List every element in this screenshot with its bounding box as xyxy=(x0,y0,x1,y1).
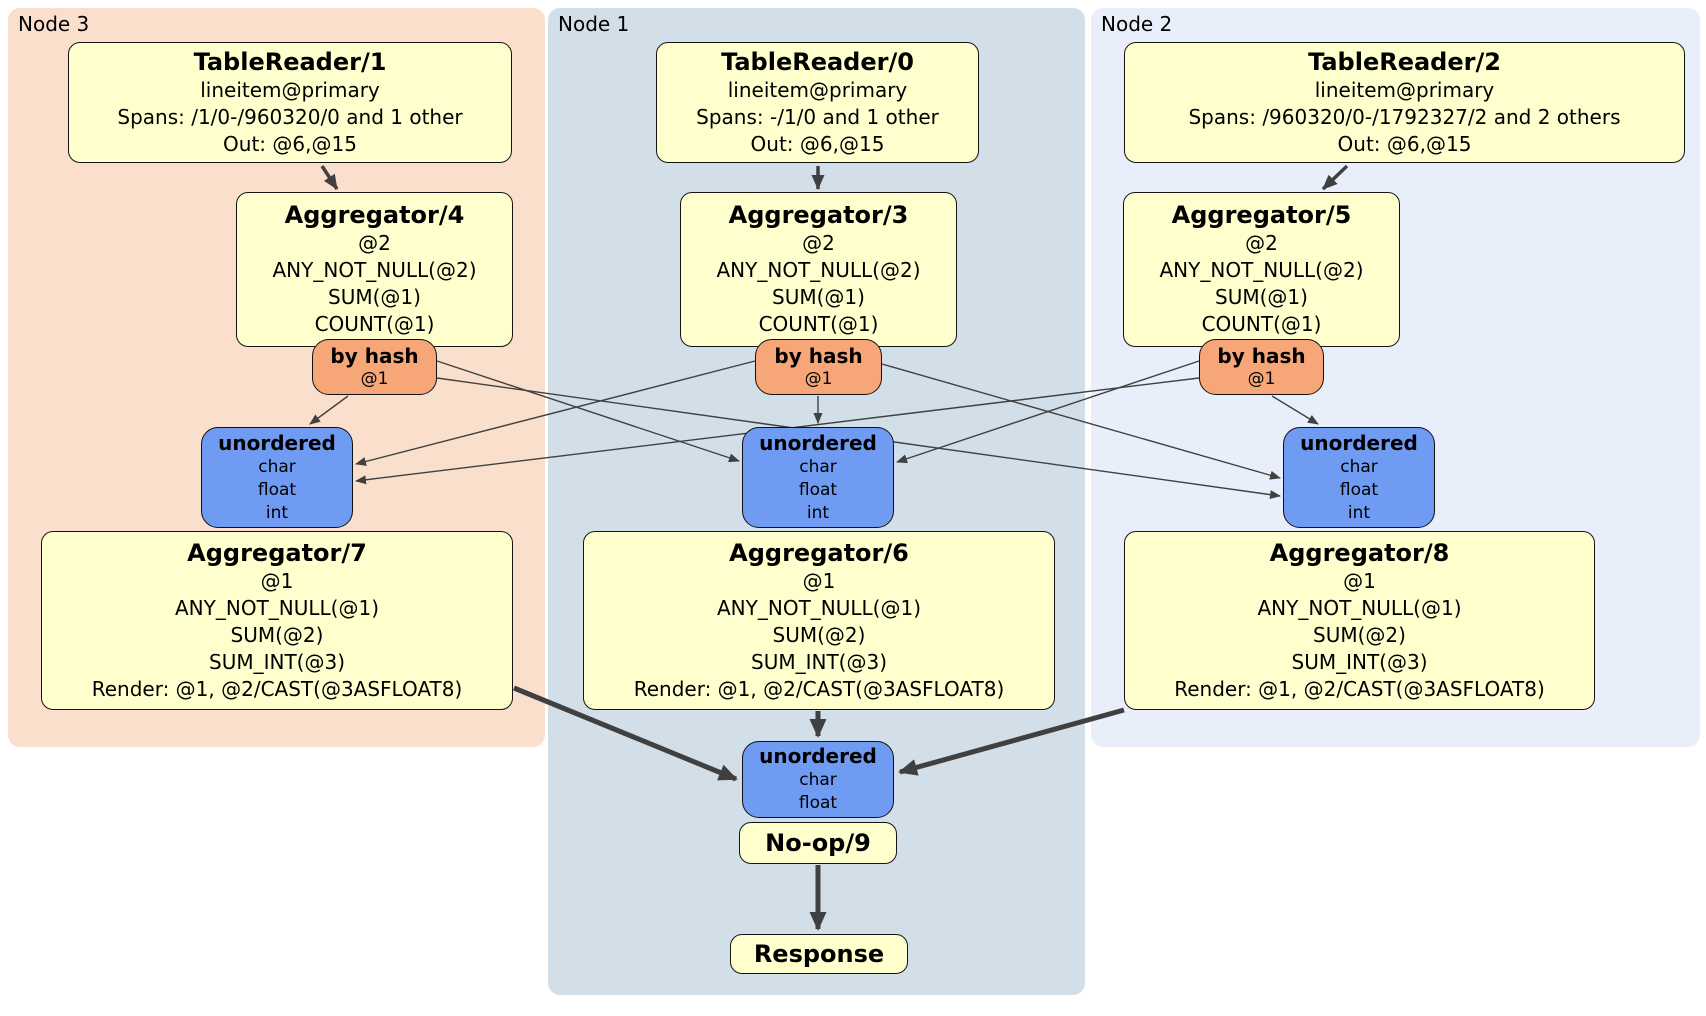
node-detail-line: COUNT(@1) xyxy=(314,312,435,336)
node-detail-line: SUM(@2) xyxy=(230,622,324,647)
node-detail-line: Spans: /960320/0-/1792327/2 and 2 others xyxy=(1188,104,1621,129)
node-title-tablereader-2: TableReader/2 xyxy=(1308,47,1501,76)
node-title-no-op-9: No-op/9 xyxy=(765,828,871,857)
node-detail-line: COUNT(@1) xyxy=(758,312,879,336)
node-title-sync-node1: unordered xyxy=(759,430,877,455)
node-response: Response xyxy=(730,934,908,974)
node-detail-line: Render: @1, @2/CAST(@3ASFLOAT8) xyxy=(1174,676,1545,701)
node-detail-line: ANY_NOT_NULL(@1) xyxy=(717,595,921,620)
node-title-aggregator-6: Aggregator/6 xyxy=(729,538,909,567)
node-detail-line: @1 xyxy=(804,369,833,389)
node-detail-line: @2 xyxy=(358,231,391,255)
node-detail-line: Render: @1, @2/CAST(@3ASFLOAT8) xyxy=(91,676,463,701)
node-detail-line: Out: @6,@15 xyxy=(223,131,357,156)
node-title-aggregator-3: Aggregator/3 xyxy=(728,201,909,229)
node-detail-line: SUM(@2) xyxy=(772,622,866,647)
cluster-label-node-1: Node 1 xyxy=(558,12,630,36)
node-detail-line: float xyxy=(257,479,297,500)
node-detail-line: float xyxy=(798,793,838,813)
node-hash-router-node3: by hash@1 xyxy=(312,339,437,395)
node-detail-line: ANY_NOT_NULL(@1) xyxy=(1257,595,1462,620)
node-title-tablereader-1: TableReader/1 xyxy=(193,47,387,76)
node-detail-line: ANY_NOT_NULL(@1) xyxy=(175,595,379,620)
node-detail-line: Spans: /1/0-/960320/0 and 1 other xyxy=(117,104,463,129)
node-title-aggregator-4: Aggregator/4 xyxy=(284,201,465,229)
node-detail-line: SUM(@1) xyxy=(772,285,865,309)
node-title-sync-node3: unordered xyxy=(218,430,336,455)
node-detail-line: ANY_NOT_NULL(@2) xyxy=(272,258,477,282)
node-detail-line: int xyxy=(806,502,830,523)
node-detail-line: SUM_INT(@3) xyxy=(209,649,345,674)
node-detail-line: Out: @6,@15 xyxy=(1337,131,1472,156)
node-detail-line: char xyxy=(258,456,296,477)
node-detail-line: @1 xyxy=(1247,369,1276,389)
node-detail-line: @2 xyxy=(1245,231,1278,255)
node-hash-router-node2: by hash@1 xyxy=(1199,339,1324,395)
node-title-sync-node2: unordered xyxy=(1300,430,1418,455)
node-detail-line: lineitem@primary xyxy=(200,77,380,102)
node-detail-line: char xyxy=(799,456,837,477)
node-title-aggregator-8: Aggregator/8 xyxy=(1269,538,1450,567)
node-detail-line: lineitem@primary xyxy=(1314,77,1495,102)
node-detail-line: SUM_INT(@3) xyxy=(751,649,887,674)
node-detail-line: char xyxy=(1340,456,1378,477)
node-detail-line: ANY_NOT_NULL(@2) xyxy=(716,258,921,282)
node-detail-line: char xyxy=(799,770,837,790)
node-detail-line: Render: @1, @2/CAST(@3ASFLOAT8) xyxy=(633,676,1005,701)
node-detail-line: Out: @6,@15 xyxy=(750,131,885,156)
node-detail-line: @1 xyxy=(802,568,836,593)
node-hash-router-node1: by hash@1 xyxy=(755,339,882,395)
node-title-tablereader-0: TableReader/0 xyxy=(721,47,914,76)
node-detail-line: @1 xyxy=(260,568,294,593)
node-title-final-sync: unordered xyxy=(759,744,877,768)
node-title-hash-router-node2: by hash xyxy=(1217,344,1306,368)
node-detail-line: lineitem@primary xyxy=(727,77,908,102)
cluster-label-node-3: Node 3 xyxy=(18,12,90,36)
node-no-op-9: No-op/9 xyxy=(739,822,897,864)
node-detail-line: @1 xyxy=(1343,568,1376,593)
node-detail-line: int xyxy=(1347,502,1371,523)
node-title-aggregator-5: Aggregator/5 xyxy=(1171,201,1352,229)
node-detail-line: @2 xyxy=(802,231,835,255)
node-detail-line: ANY_NOT_NULL(@2) xyxy=(1159,258,1364,282)
node-title-aggregator-7: Aggregator/7 xyxy=(187,538,367,567)
cluster-label-node-2: Node 2 xyxy=(1101,12,1173,36)
node-detail-line: SUM(@2) xyxy=(1313,622,1406,647)
node-detail-line: COUNT(@1) xyxy=(1201,312,1322,336)
node-detail-line: SUM(@1) xyxy=(328,285,421,309)
node-detail-line: @1 xyxy=(360,369,389,389)
node-detail-line: SUM_INT(@3) xyxy=(1291,649,1428,674)
node-title-hash-router-node3: by hash xyxy=(330,344,419,368)
node-title-hash-router-node1: by hash xyxy=(774,344,863,368)
node-detail-line: int xyxy=(265,502,289,523)
node-title-response: Response xyxy=(753,939,885,968)
node-detail-line: Spans: -/1/0 and 1 other xyxy=(696,104,939,129)
node-detail-line: SUM(@1) xyxy=(1215,285,1308,309)
node-detail-line: float xyxy=(798,479,838,500)
node-detail-line: float xyxy=(1339,479,1379,500)
